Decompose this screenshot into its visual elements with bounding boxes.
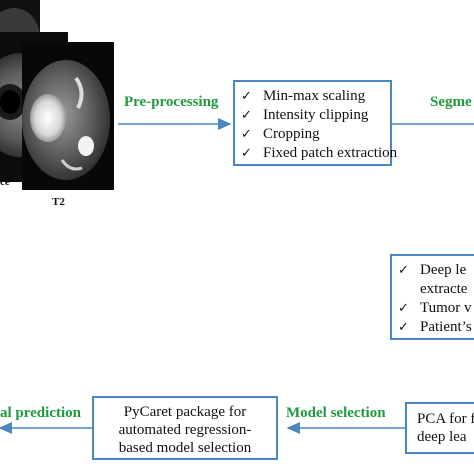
preprocessing-step: Cropping xyxy=(263,126,320,142)
pycaret-line-2: automated regression- xyxy=(118,422,252,438)
segmentation-label: Segme xyxy=(430,94,472,110)
list-item: extracte xyxy=(398,280,474,299)
feature-text: Deep le xyxy=(420,262,467,278)
pca-box: PCA for f deep lea xyxy=(405,402,474,454)
mri-slice-t2 xyxy=(22,42,114,190)
slice-label-partial: ce xyxy=(0,176,10,188)
preprocessing-step: Min-max scaling xyxy=(263,88,366,104)
feature-text: Patient’s xyxy=(420,319,472,335)
list-item: ✓ Patient’s xyxy=(398,318,474,337)
t2-label: T2 xyxy=(52,196,65,208)
pycaret-line-1: PyCaret package for xyxy=(123,404,247,420)
list-item: ✓ Tumor v xyxy=(398,299,474,318)
list-item: ✓ Intensity clipping xyxy=(241,106,384,125)
preprocessing-step: Intensity clipping xyxy=(263,107,369,123)
model-selection-label: Model selection xyxy=(286,405,386,421)
pca-line-2: deep lea xyxy=(417,429,467,445)
check-icon: ✓ xyxy=(241,127,252,142)
feature-text: Tumor v xyxy=(420,300,472,316)
features-box: ✓ Deep le extracte ✓ Tumor v ✓ Patient’s xyxy=(390,254,474,340)
list-item: ✓ Fixed patch extraction xyxy=(241,144,397,163)
pycaret-box: PyCaret package for automated regression… xyxy=(92,396,278,460)
preprocessing-label: Pre-processing xyxy=(124,94,219,110)
check-icon: ✓ xyxy=(241,146,252,161)
check-icon: ✓ xyxy=(241,108,252,123)
pca-line-1: PCA for f xyxy=(417,411,474,427)
preprocessing-box: ✓ Min-max scaling ✓ Intensity clipping ✓ Cr… xyxy=(233,80,397,166)
check-icon: ✓ xyxy=(398,301,409,316)
list-item: ✓ Cropping xyxy=(241,125,384,144)
final-prediction-label: al prediction xyxy=(0,405,81,421)
check-icon: ✓ xyxy=(241,89,252,104)
check-icon: ✓ xyxy=(398,263,409,278)
preprocessing-step: Fixed patch extraction xyxy=(263,145,398,161)
check-icon: ✓ xyxy=(398,320,409,335)
list-item: ✓ Deep le xyxy=(398,261,474,280)
preprocessing-steps-list: ✓ Min-max scaling ✓ Intensity clipping ✓ Cr… xyxy=(241,87,397,163)
features-list: ✓ Deep le extracte ✓ Tumor v ✓ Patient’s xyxy=(398,261,474,337)
pycaret-line-3: based model selection xyxy=(118,440,252,456)
feature-text: extracte xyxy=(420,281,468,297)
list-item: ✓ Min-max scaling xyxy=(241,87,384,106)
